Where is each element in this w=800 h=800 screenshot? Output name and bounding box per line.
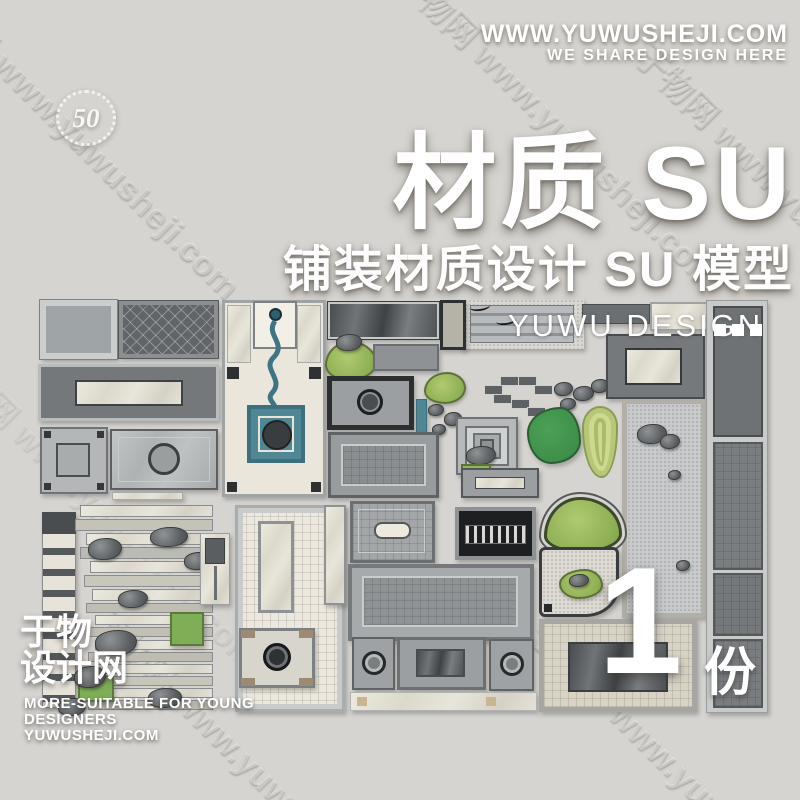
brick — [534, 385, 553, 395]
swatch-lawn-blob — [527, 407, 581, 464]
swatch-narrow-strip — [324, 505, 346, 605]
anniversary-badge: 50 — [56, 90, 116, 146]
swatch-small-mat — [461, 468, 539, 498]
pebble — [554, 382, 573, 396]
brick — [511, 399, 530, 409]
swatch-framed-rock-mat — [539, 619, 697, 712]
swatch-pill-mat — [350, 501, 435, 563]
rock — [88, 538, 122, 560]
quantity-number: 1 — [598, 536, 683, 706]
watermark: 于物网 www.yuwusheji.com — [0, 0, 247, 307]
stream-path — [267, 319, 281, 417]
swatch-contour-lawn — [582, 406, 618, 478]
quantity-unit: 份 — [704, 644, 757, 702]
brand-line2: 设计网 — [20, 647, 129, 688]
slogan-line1: MORE-SUITABLE FOR YOUNG — [24, 695, 255, 712]
swatch-long-mat — [38, 364, 219, 421]
pebble — [573, 386, 594, 401]
footer-site: YUWUSHEJI.COM — [24, 727, 159, 744]
page-subtitle: 铺装材质设计 SU 模型 — [282, 243, 794, 297]
pebble — [428, 404, 444, 416]
swatch-fountain-panel — [200, 533, 230, 605]
swatch-medallion-square — [352, 637, 395, 690]
lawn-kidney — [424, 372, 466, 404]
swatch-lawn-patch — [170, 612, 204, 646]
swatch-striped-paving-column — [42, 512, 76, 708]
swatch-wide-grid-mat — [348, 564, 534, 641]
swatch-dark-frame-small — [440, 300, 466, 350]
swatch-dark-bar — [582, 304, 650, 324]
rock — [150, 527, 188, 547]
footer-slogan: MORE-SUITABLE FOR YOUNG DESIGNERS YUWUSH… — [24, 696, 254, 744]
brick — [518, 376, 537, 386]
swatch-gray-bar — [373, 344, 439, 371]
swatch-circle-medallion-mat — [110, 429, 218, 490]
site-tagline: WE SHARE DESIGN HERE — [547, 47, 788, 64]
swatch-thin-bar — [112, 492, 183, 500]
brand-name: 于物 设计网 — [20, 614, 128, 686]
swatch-crosshatch-panel — [118, 300, 219, 359]
badge-number: 50 — [72, 102, 100, 133]
swatch-courtyard-water-plan — [222, 300, 326, 497]
swatch-bordered-mat — [328, 432, 439, 498]
rock — [660, 434, 680, 449]
swatch-ornate-dark-mat — [327, 376, 414, 430]
slogan-line2: DESIGNERS — [24, 711, 117, 728]
swatch-plain-gray-panel — [39, 299, 118, 360]
rock — [148, 688, 182, 708]
page-title: 材质 SU — [392, 126, 794, 242]
swatch-ornate-band — [455, 507, 536, 560]
swatch-mat-marble-center — [606, 334, 705, 399]
swatch-stepped-stone — [460, 299, 584, 349]
swatch-dark-stone-bar — [327, 301, 440, 340]
brand-line1: 于物 — [20, 611, 93, 652]
swatch-marble-strip — [650, 302, 709, 331]
swatch-zen-fan-garden — [539, 547, 619, 617]
swatch-medallion-square — [489, 639, 534, 691]
rock — [74, 666, 106, 688]
rock — [118, 590, 148, 608]
swatch-ornate-square — [40, 427, 108, 494]
pebble — [432, 424, 446, 435]
pebble — [676, 560, 690, 571]
rock — [58, 698, 86, 716]
site-url: WWW.YUWUSHEJI.COM — [480, 20, 788, 48]
brick — [493, 394, 512, 404]
swatch-teal-strip — [416, 399, 427, 435]
swatch-medallion-carpet — [239, 628, 315, 688]
swatch-right-panel-column — [706, 300, 768, 713]
rock — [95, 630, 137, 656]
swatch-textured-rect — [397, 637, 486, 690]
swatch-bottom-strip — [350, 692, 537, 711]
pebble — [668, 470, 681, 480]
ellipsis-dots-icon — [714, 324, 762, 336]
rock — [336, 334, 362, 351]
